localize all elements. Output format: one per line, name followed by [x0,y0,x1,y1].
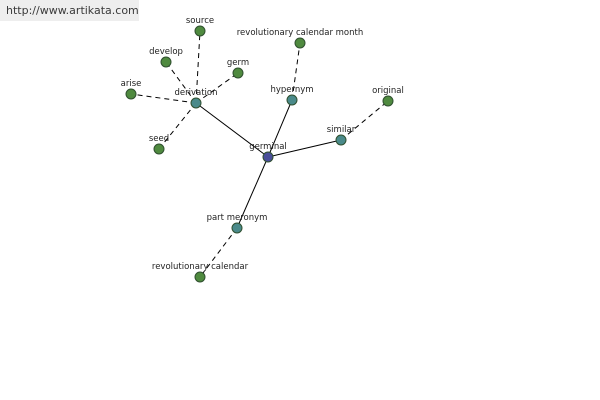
node-label-revolutionary-calendar: revolutionary calendar [152,262,249,272]
node-arise[interactable]: arise [121,79,142,100]
edge-derivation-arise [130,93,197,104]
node-develop[interactable]: develop [149,47,183,68]
node-dot-derivation[interactable] [190,97,202,109]
node-revolutionary-calendar[interactable]: revolutionary calendar [152,262,249,283]
node-label-hypernym: hypernym [270,85,313,95]
edge-hypernym-revolutionary-calendar-month [291,42,301,101]
node-dot-revolutionary-calendar-month[interactable] [294,37,306,49]
edge-germinal-similar [267,139,342,158]
node-revolutionary-calendar-month[interactable]: revolutionary calendar month [237,28,363,49]
node-dot-revolutionary-calendar[interactable] [194,271,206,283]
node-hypernym[interactable]: hypernym [270,85,314,106]
node-derivation[interactable]: derivation [174,88,218,109]
node-label-develop: develop [149,47,183,57]
node-label-original: original [372,86,404,96]
node-label-seed: seed [149,134,169,144]
edge-germinal-hypernym [267,99,293,158]
node-dot-source[interactable] [194,25,206,37]
node-label-germinal: germinal [249,142,287,152]
node-part-meronym[interactable]: part meronym [207,213,268,234]
node-dot-germ[interactable] [232,67,244,79]
node-label-revolutionary-calendar-month: revolutionary calendar month [237,28,363,38]
edge-derivation-seed [158,102,197,150]
node-layer: germinal derivation hypernym similar part me… [121,16,404,283]
node-dot-hypernym[interactable] [286,94,298,106]
node-label-part-meronym: part meronym [207,213,268,223]
edge-layer [130,30,389,278]
node-dot-develop[interactable] [160,56,172,68]
node-dot-similar[interactable] [335,134,347,146]
edge-germinal-derivation [195,102,269,158]
node-label-germ: germ [227,58,249,68]
node-seed[interactable]: seed [149,134,169,155]
node-label-arise: arise [121,79,142,89]
node-original[interactable]: original [372,86,404,107]
edge-germinal-part-meronym [236,156,269,229]
node-label-derivation: derivation [174,88,217,98]
node-dot-original[interactable] [382,95,394,107]
node-dot-germinal[interactable] [262,151,274,163]
node-source[interactable]: source [186,16,214,37]
edge-part-meronym-revolutionary-calendar [199,227,238,278]
node-similar[interactable]: similar [327,125,356,146]
node-germinal[interactable]: germinal [249,142,287,163]
node-label-similar: similar [327,125,356,135]
node-label-source: source [186,16,214,26]
node-germ[interactable]: germ [227,58,249,79]
edge-similar-original [340,100,389,141]
node-dot-part-meronym[interactable] [231,222,243,234]
node-dot-arise[interactable] [125,88,137,100]
watermark-url: http://www.artikata.com [0,0,139,21]
edge-derivation-source [195,30,201,104]
node-dot-seed[interactable] [153,143,165,155]
